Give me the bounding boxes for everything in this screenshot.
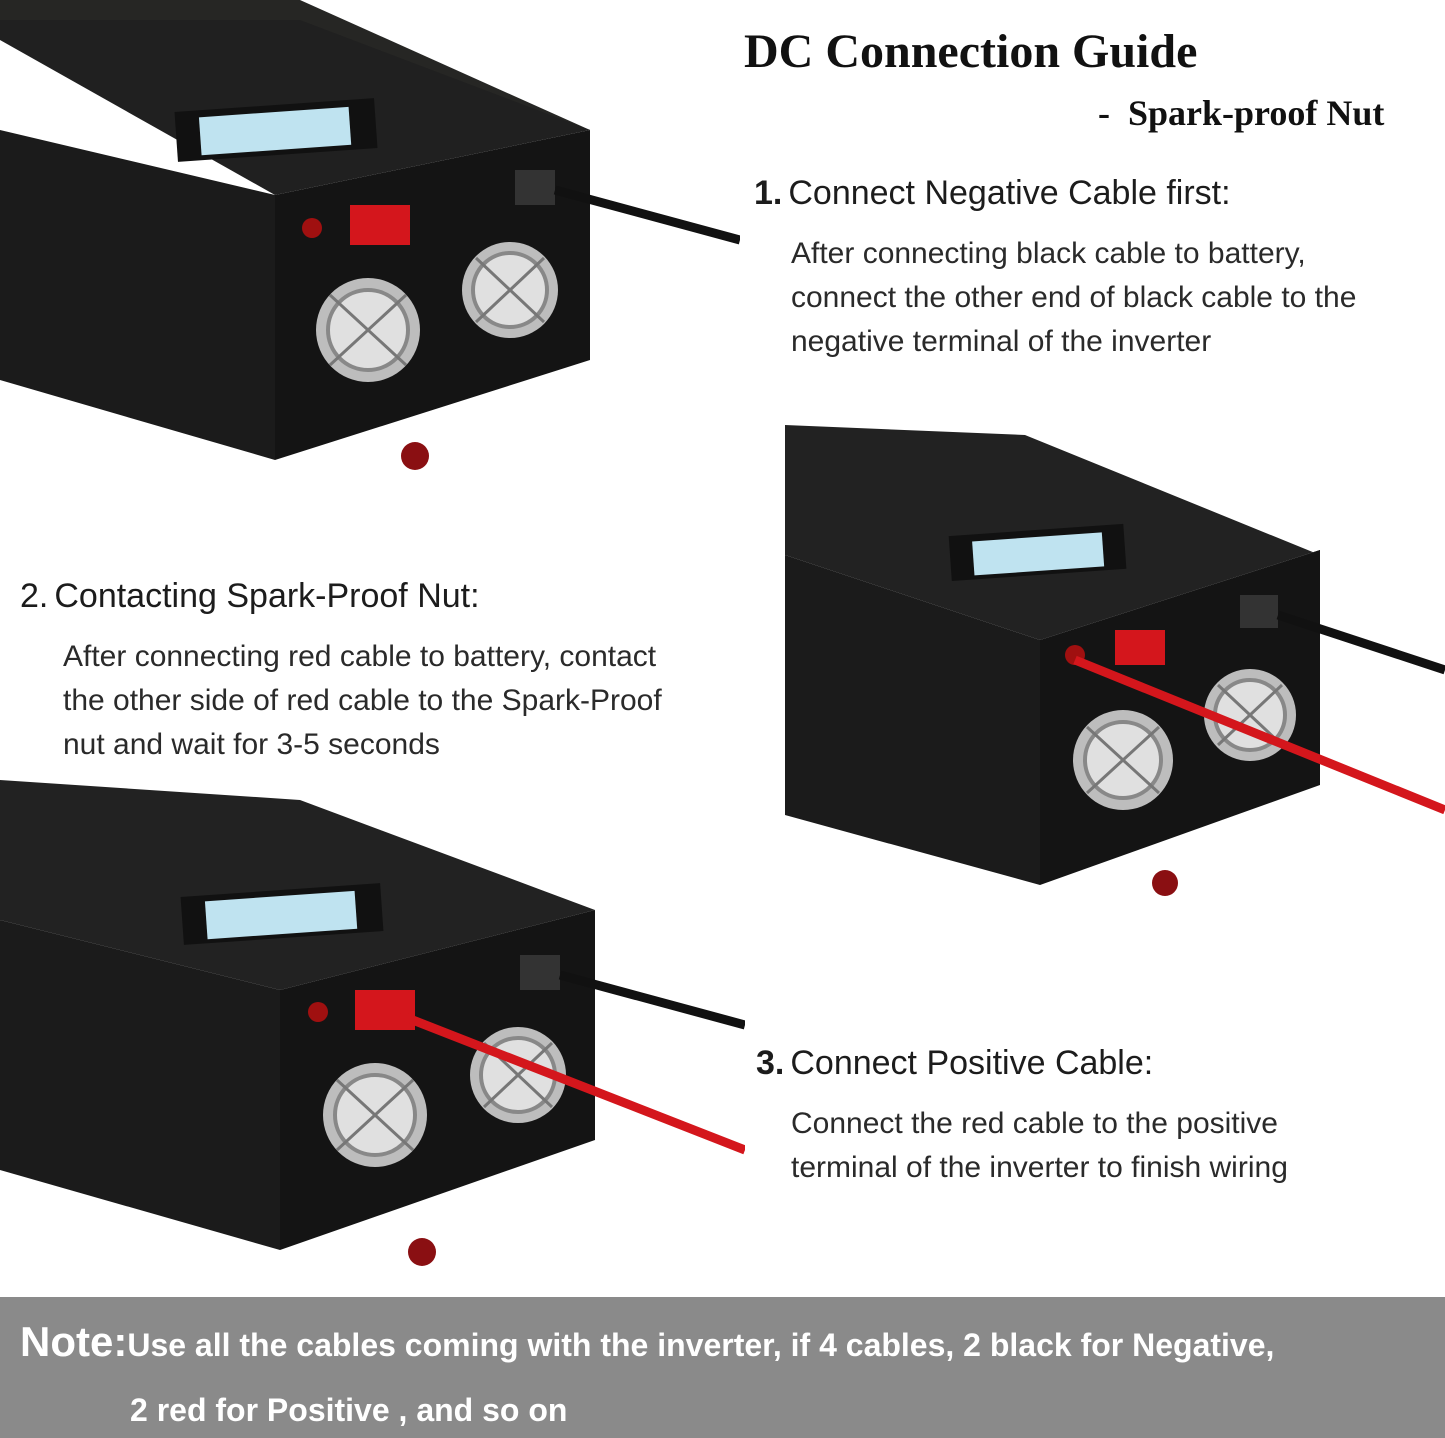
step-3-line: Connect the red cable to the positive — [791, 1107, 1278, 1140]
spark-proof-nut — [1152, 870, 1178, 896]
step-1-heading: 1.Connect Negative Cable first: — [754, 174, 1231, 213]
black-cable — [558, 970, 745, 1030]
fan-icon — [462, 242, 558, 338]
step-2-number: 2. — [20, 577, 49, 615]
note-label: Note: — [20, 1318, 128, 1365]
positive-terminal-cover — [350, 205, 410, 245]
black-cable — [553, 185, 740, 245]
red-cable — [1073, 655, 1445, 815]
negative-terminal — [1240, 595, 1278, 628]
black-cable — [1276, 610, 1445, 675]
spark-proof-nut — [401, 442, 429, 470]
step-2-line: nut and wait for 3-5 seconds — [63, 728, 440, 761]
step-3-line: terminal of the inverter to finish wirin… — [791, 1151, 1288, 1184]
page-title: DC Connection Guide — [744, 25, 1198, 78]
positive-terminal-cover — [355, 990, 415, 1030]
inverter-image-step-1 — [0, 0, 740, 470]
fan-icon — [323, 1063, 427, 1167]
subtitle-text: Spark-proof Nut — [1128, 93, 1385, 133]
fan-icon — [1073, 710, 1173, 810]
inverter-image-step-3 — [0, 780, 745, 1266]
step-3-body: Connect the red cable to the positive te… — [791, 1102, 1288, 1190]
note-line-1: Note:Use all the cables coming with the … — [20, 1318, 1274, 1366]
step-1-body: After connecting black cable to battery,… — [791, 232, 1356, 364]
step-2-line: After connecting red cable to battery, c… — [63, 640, 657, 673]
step-3-heading: 3.Connect Positive Cable: — [756, 1044, 1153, 1083]
inverter-image-step-2 — [785, 425, 1445, 896]
subtitle-dash: - — [1098, 93, 1110, 133]
step-2-title: Contacting Spark-Proof Nut: — [54, 577, 480, 615]
step-2-heading: 2.Contacting Spark-Proof Nut: — [20, 577, 480, 616]
step-3-number: 3. — [756, 1044, 785, 1082]
step-2-line: the other side of red cable to the Spark… — [63, 684, 662, 717]
positive-terminal-cover — [1115, 630, 1165, 665]
red-cable — [398, 1010, 745, 1155]
note-bar — [0, 1297, 1445, 1438]
note-line-2: 2 red for Positive , and so on — [130, 1392, 568, 1428]
spark-proof-nut — [408, 1238, 436, 1266]
step-1-line: After connecting black cable to battery, — [791, 237, 1306, 270]
step-1-number: 1. — [754, 174, 783, 212]
negative-terminal — [515, 170, 555, 205]
negative-terminal — [520, 955, 560, 990]
step-2-body: After connecting red cable to battery, c… — [63, 635, 662, 767]
note-text-1: Use all the cables coming with the inver… — [127, 1327, 1275, 1363]
step-1-line: negative terminal of the inverter — [791, 325, 1212, 358]
fan-icon — [316, 278, 420, 382]
step-1-line: connect the other end of black cable to … — [791, 281, 1357, 314]
step-1-title: Connect Negative Cable first: — [788, 174, 1231, 212]
fan-icon — [1204, 669, 1296, 761]
step-3-title: Connect Positive Cable: — [790, 1044, 1154, 1082]
page-subtitle: -Spark-proof Nut — [1098, 92, 1384, 134]
